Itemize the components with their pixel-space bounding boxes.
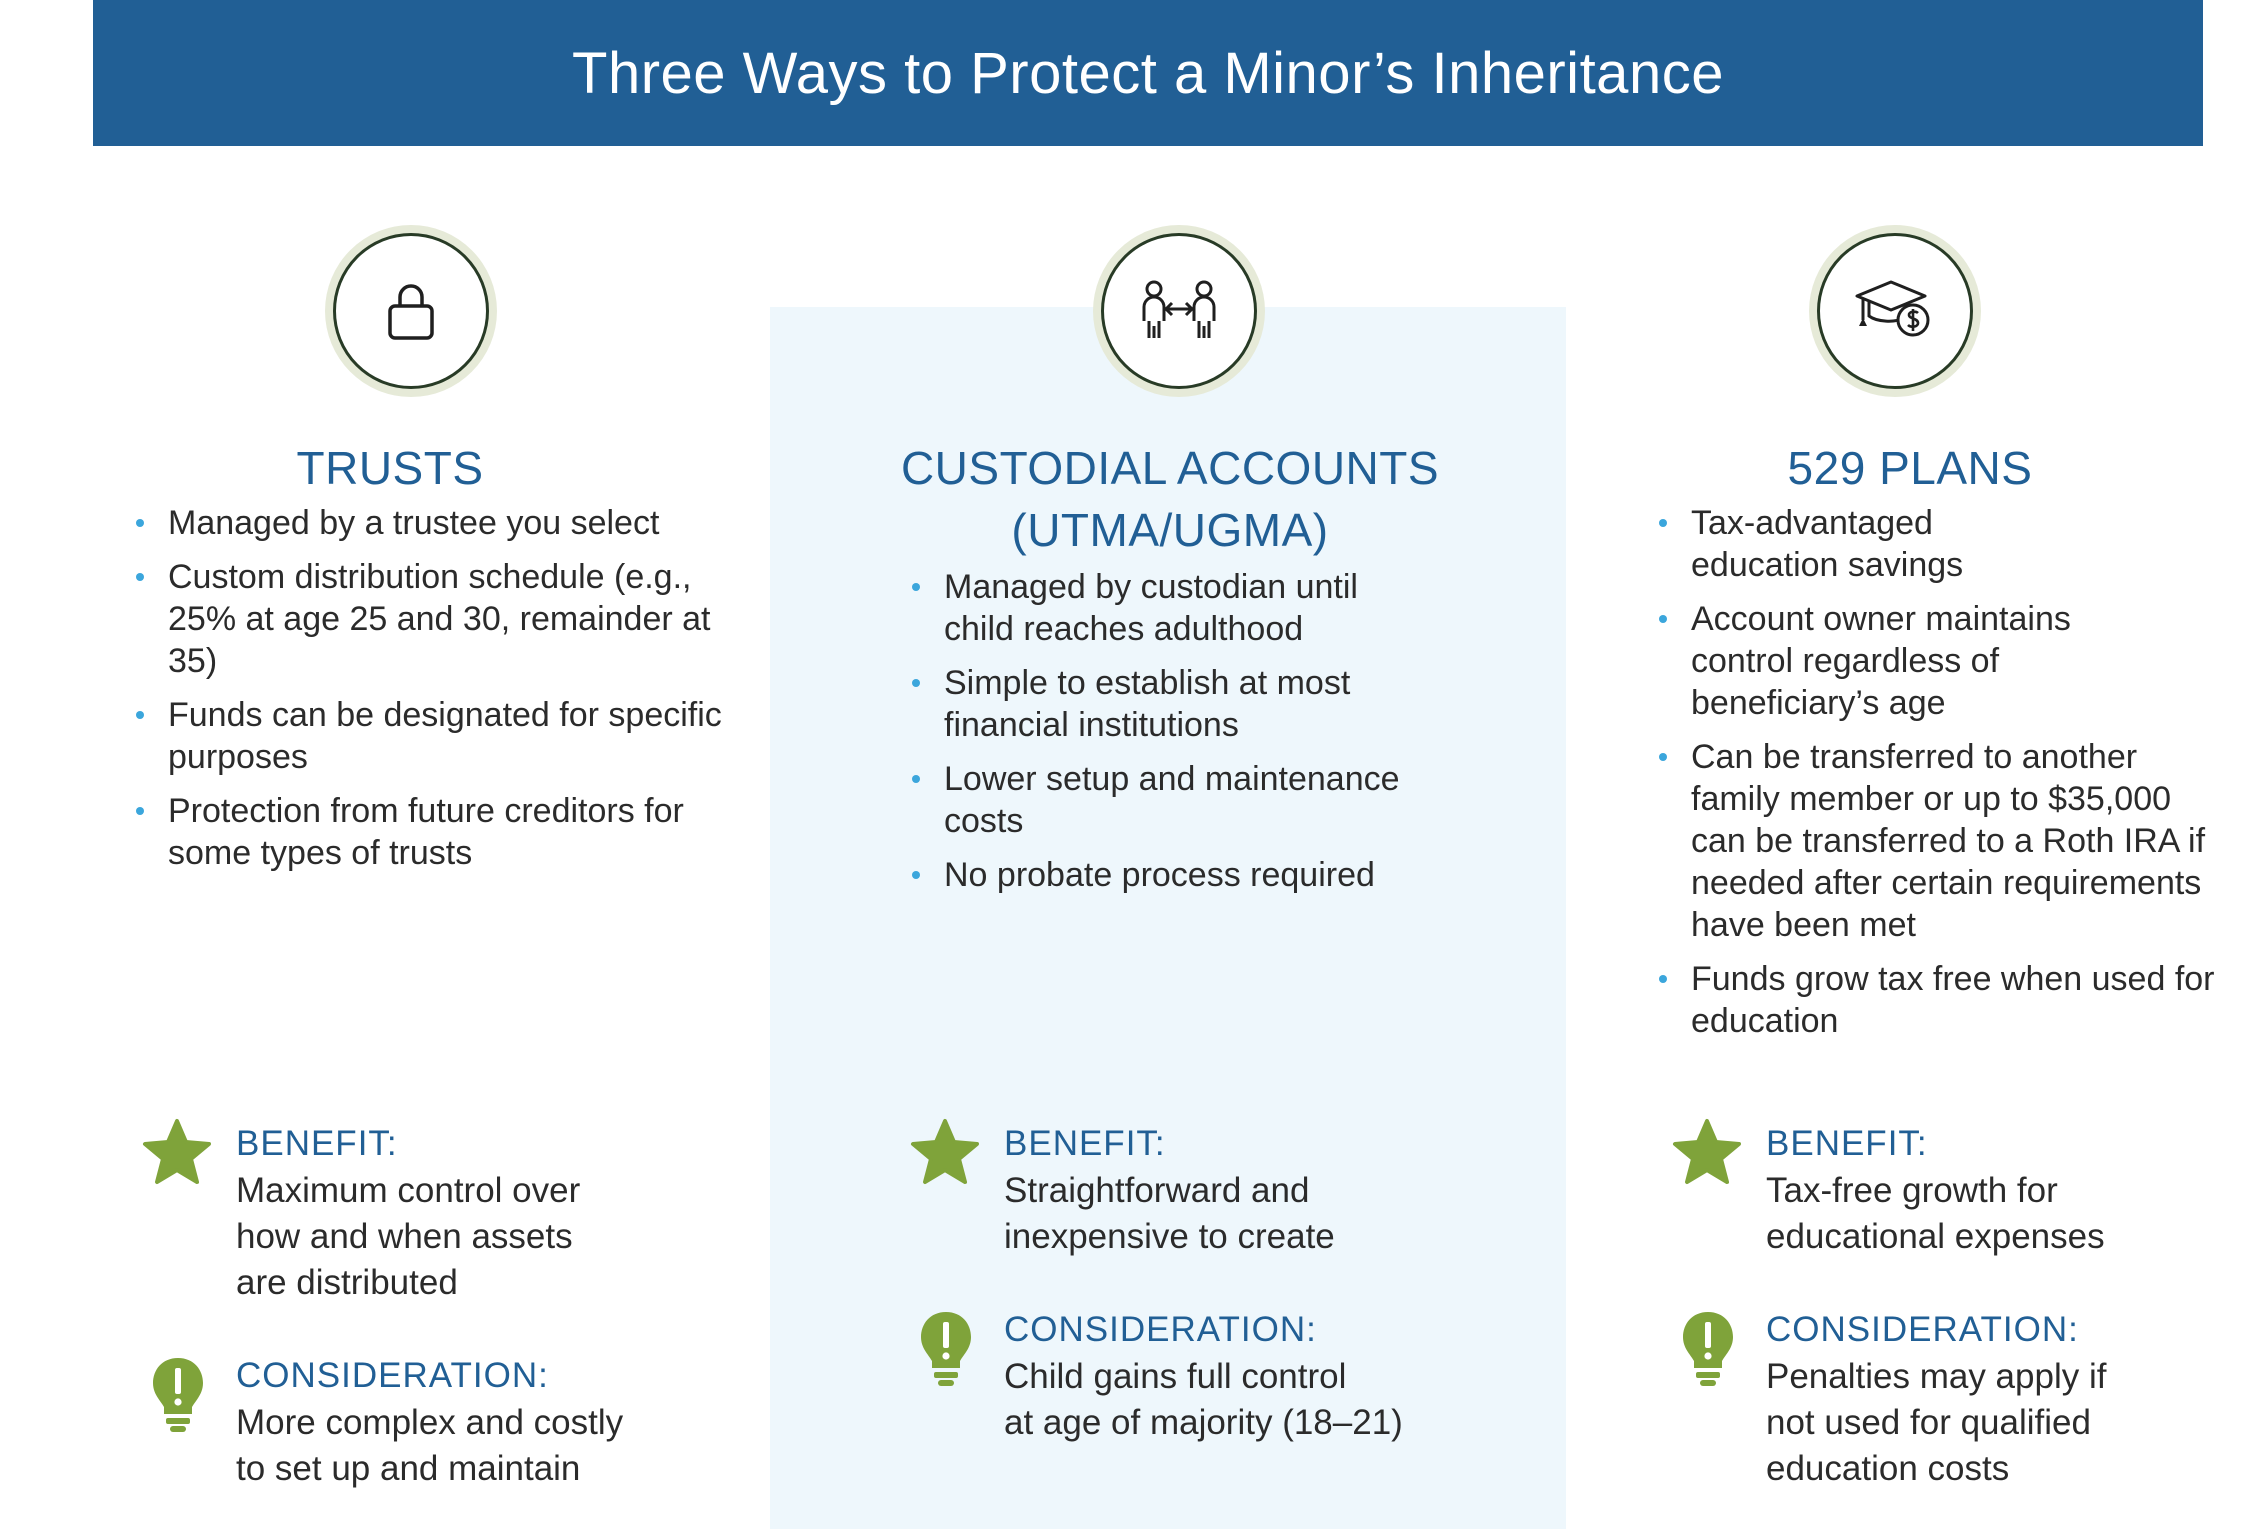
trusts-title: TRUSTS [296, 442, 484, 494]
custodial-consideration-text: Child gains full control at age of major… [1004, 1357, 1403, 1442]
list-item: Funds can be designated for specific pur… [132, 694, 722, 778]
custodial-icon-circle [1101, 233, 1257, 389]
custodial-bullet-list: Managed by custodian until child reaches… [908, 566, 1428, 908]
lightbulb-alert-icon [1683, 1312, 1733, 1386]
star-icon [911, 1119, 979, 1184]
star-icon [143, 1119, 211, 1184]
529-bullet-list: Tax-advantaged education savings Account… [1655, 502, 2215, 1054]
graduation-cap-dollar-icon [1855, 280, 1930, 337]
star-icon [1673, 1119, 1741, 1184]
trusts-consideration-text: More complex and costly to set up and ma… [236, 1403, 624, 1488]
trusts-consideration-label: CONSIDERATION: [236, 1356, 549, 1395]
header-banner: Three Ways to Protect a Minor’s Inherita… [93, 0, 2203, 146]
529-consideration-text: Penalties may apply if not used for qual… [1766, 1357, 2107, 1488]
trusts-benefit-text: Maximum control over how and when assets… [236, 1171, 581, 1302]
center-column-panel [770, 307, 1566, 1529]
list-item: No probate process required [908, 854, 1428, 896]
people-transfer-icon [1142, 280, 1216, 338]
list-item: Can be transferred to another family mem… [1655, 736, 2215, 946]
custodial-title: CUSTODIAL ACCOUNTS (UTMA/UGMA) [900, 442, 1440, 556]
page-title: Three Ways to Protect a Minor’s Inherita… [572, 40, 1724, 106]
trusts-icon-circle [333, 233, 489, 389]
list-item: Funds grow tax free when used for educat… [1655, 958, 2215, 1042]
custodial-benefit-text: Straightforward and inexpensive to creat… [1004, 1171, 1335, 1256]
529-title: 529 PLANS [1787, 442, 2033, 494]
lightbulb-alert-icon [153, 1358, 203, 1432]
trusts-benefit-label: BENEFIT: [236, 1124, 398, 1163]
529-benefit-text: Tax-free growth for educational expenses [1766, 1171, 2105, 1256]
lock-icon [388, 284, 434, 340]
list-item: Account owner maintains control regardle… [1655, 598, 2131, 724]
lightbulb-alert-icon [921, 1312, 971, 1386]
custodial-consideration-label: CONSIDERATION: [1004, 1310, 1317, 1349]
529-consideration-label: CONSIDERATION: [1766, 1310, 2079, 1349]
list-item: Managed by a trustee you select [132, 502, 722, 544]
529-icon-circle [1817, 233, 1973, 389]
custodial-benefit-label: BENEFIT: [1004, 1124, 1166, 1163]
list-item: Lower setup and maintenance costs [908, 758, 1428, 842]
list-item: Protection from future creditors for som… [132, 790, 722, 874]
list-item: Custom distribution schedule (e.g., 25% … [132, 556, 722, 682]
list-item: Managed by custodian until child reaches… [908, 566, 1428, 650]
trusts-bullet-list: Managed by a trustee you select Custom d… [132, 502, 722, 886]
529-benefit-label: BENEFIT: [1766, 1124, 1928, 1163]
list-item: Tax-advantaged education savings [1655, 502, 2021, 586]
list-item: Simple to establish at most financial in… [908, 662, 1428, 746]
